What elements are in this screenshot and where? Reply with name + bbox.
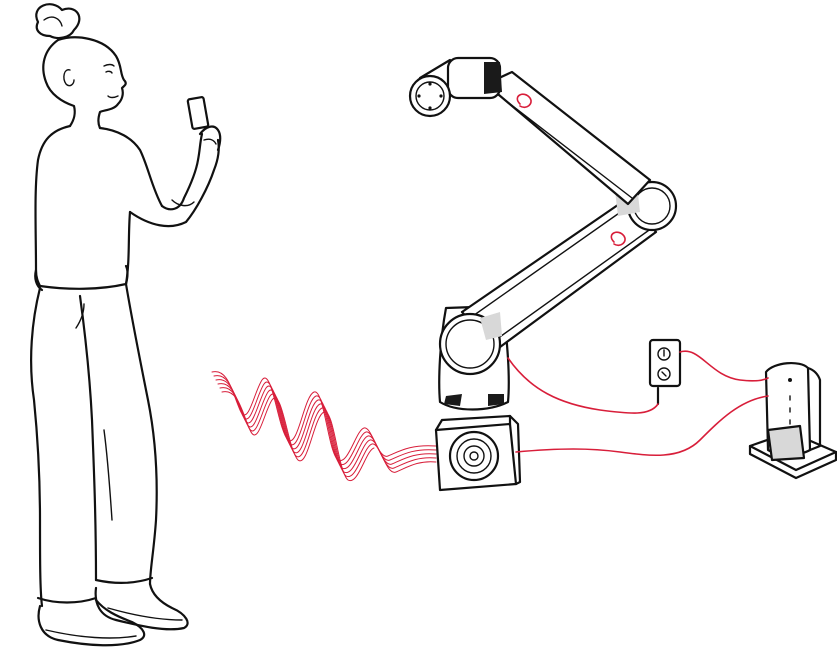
robot-arm-icon — [410, 58, 676, 410]
outlet-icon — [650, 340, 680, 404]
phone-icon — [188, 97, 209, 129]
head — [58, 37, 126, 128]
raised-arm — [130, 140, 219, 226]
torso — [36, 126, 131, 289]
cable-icon — [508, 351, 768, 455]
speaker-icon — [436, 416, 520, 490]
upper-arm — [486, 72, 650, 204]
hair-bun — [36, 4, 79, 38]
shoe-right — [96, 584, 188, 629]
sound-wave-icon — [212, 372, 436, 481]
legs — [31, 288, 42, 606]
